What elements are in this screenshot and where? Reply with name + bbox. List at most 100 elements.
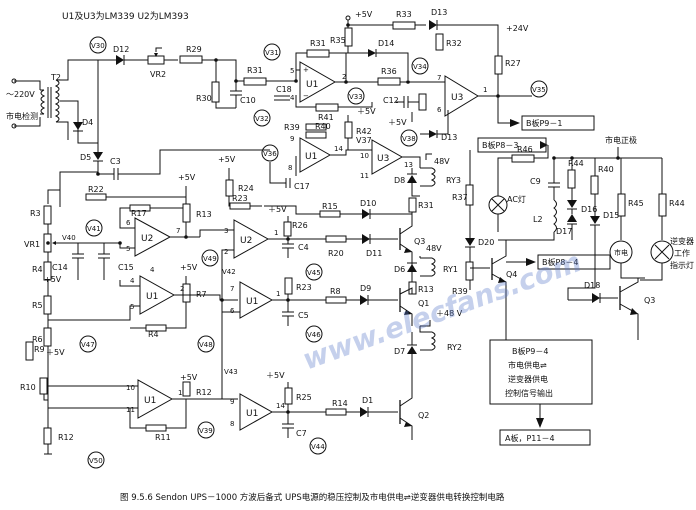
svg-text:L2: L2	[533, 215, 543, 224]
svg-text:5: 5	[130, 303, 134, 311]
plus5-r24: +5V	[218, 155, 236, 164]
resistor-r26: R26	[283, 221, 308, 237]
svg-text:V44: V44	[311, 443, 325, 451]
svg-text:V35: V35	[532, 86, 546, 94]
svg-text:7: 7	[176, 227, 180, 235]
svg-text:C5: C5	[298, 311, 309, 320]
svg-text:R31: R31	[247, 66, 263, 75]
svg-text:C9: C9	[530, 177, 541, 186]
node-v30: V30	[89, 36, 107, 54]
plus5-u3: ＋5V	[388, 118, 407, 127]
svg-text:R9: R9	[34, 345, 45, 354]
svg-text:D13: D13	[441, 133, 457, 142]
svg-text:10: 10	[126, 384, 135, 392]
svg-text:U1: U1	[144, 396, 156, 406]
svg-text:V30: V30	[91, 42, 105, 50]
mains-positive-label: 市电正极	[605, 135, 637, 145]
svg-text:14: 14	[276, 402, 285, 410]
resistor-r14: R14	[325, 399, 348, 416]
op-amp-u3-mid: U1 9 8 14	[288, 135, 343, 173]
svg-text:9: 9	[290, 135, 294, 143]
svg-text:VR2: VR2	[150, 70, 166, 79]
svg-text:U1: U1	[246, 297, 258, 307]
resistor-r36: R36	[377, 67, 401, 86]
node-v41: V41	[85, 219, 103, 237]
svg-text:7: 7	[437, 74, 441, 82]
ground-symbols	[44, 262, 639, 455]
resistor-r4b: R4	[145, 324, 167, 339]
svg-text:R12: R12	[58, 433, 74, 442]
svg-text:V39: V39	[199, 427, 213, 435]
svg-text:C3: C3	[110, 157, 121, 166]
node-v42: V42	[222, 268, 236, 276]
svg-text:1: 1	[276, 290, 280, 298]
svg-text:D18: D18	[584, 281, 600, 290]
svg-text:R46: R46	[517, 145, 533, 154]
capacitor-c12: C12	[383, 96, 409, 108]
svg-text:R44: R44	[669, 199, 685, 208]
mains-input: ～220V 市电检测	[6, 78, 41, 129]
node-v49: V49	[201, 249, 219, 267]
svg-text:Q3: Q3	[414, 237, 425, 246]
svg-text:R41: R41	[318, 113, 334, 122]
resistor-r13: R13	[182, 203, 212, 223]
svg-text:D8: D8	[394, 176, 405, 185]
plus48-ry3: 48V	[434, 157, 450, 166]
transformer-t2: T2	[40, 59, 90, 140]
resistor-r41: R41	[315, 103, 339, 122]
diode-d13: D13	[429, 130, 457, 142]
svg-text:1: 1	[483, 86, 487, 94]
svg-text:3: 3	[224, 227, 228, 235]
resistor-r3: R3	[30, 205, 52, 225]
resistor-r39: R39	[284, 123, 327, 132]
svg-text:6: 6	[230, 307, 235, 315]
plus5-r13: +5V	[178, 173, 196, 182]
svg-text:R6: R6	[32, 335, 43, 344]
svg-text:D15: D15	[603, 211, 619, 220]
svg-text:C15: C15	[118, 263, 134, 272]
svg-text:D17: D17	[556, 227, 572, 236]
svg-text:4: 4	[150, 266, 155, 274]
resistor-r33: R33	[392, 10, 416, 30]
node-v36: V36	[261, 144, 279, 162]
svg-text:R24: R24	[238, 184, 254, 193]
svg-text:R22: R22	[88, 185, 104, 194]
svg-text:U1: U1	[246, 409, 258, 419]
svg-text:R4: R4	[32, 265, 43, 274]
svg-text:5: 5	[126, 245, 130, 253]
mains-lamp: 市电	[609, 240, 633, 264]
node-v35: V35	[530, 80, 548, 98]
op-amp-u3-top: U1 + − 5 4 2	[290, 61, 346, 103]
resistor-r12b: R12	[182, 381, 212, 397]
node-v40: V40	[62, 234, 76, 242]
svg-text:R42: R42	[356, 127, 372, 136]
diode-d1: D1	[360, 396, 373, 417]
connector-b8-4: B板P8－4	[526, 254, 611, 270]
resistor-r44b: R44	[658, 193, 685, 217]
svg-text:指示灯: 指示灯	[670, 260, 694, 270]
svg-text:B板P8－4: B板P8－4	[542, 257, 579, 267]
node-v43: V43	[224, 368, 238, 376]
svg-text:C17: C17	[294, 182, 310, 191]
svg-text:V33: V33	[349, 93, 363, 101]
svg-text:R20: R20	[328, 249, 344, 258]
svg-text:R31: R31	[310, 39, 326, 48]
diode-d8: D8	[394, 173, 417, 185]
svg-text:V31: V31	[265, 49, 279, 57]
capacitor-c15: C15	[98, 253, 134, 272]
svg-text:市电供电⇌: 市电供电⇌	[508, 360, 547, 370]
svg-text:4: 4	[130, 277, 135, 285]
vr1: VR1	[24, 233, 56, 253]
resistor-r35: R35	[330, 27, 353, 47]
transformer-label: T2	[50, 73, 61, 82]
node-v38: V38	[400, 129, 418, 147]
svg-text:R4: R4	[148, 330, 159, 339]
svg-text:C4: C4	[298, 243, 309, 252]
svg-text:A板，P11－4: A板，P11－4	[505, 433, 555, 443]
svg-text:Q4: Q4	[506, 270, 517, 279]
capacitor-c18: C18	[274, 85, 292, 101]
svg-text:13: 13	[404, 161, 413, 169]
node-v45: V45	[305, 263, 323, 281]
resistor-r30: R30	[196, 81, 220, 103]
svg-text:R12: R12	[196, 388, 212, 397]
